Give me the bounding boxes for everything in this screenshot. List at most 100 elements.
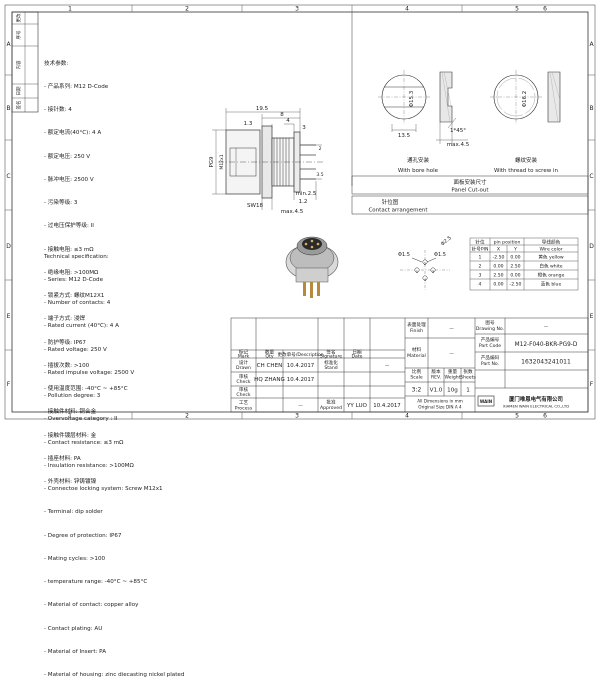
row2-y: 2.50 [510,264,520,270]
spec-cn-line-7: - 过电压保护等级: II [44,223,94,230]
row1-color: 黄色 yellow [538,254,564,261]
tb-scale-value: 3:2 [412,387,422,394]
color-head-en: Wire color [539,247,562,253]
company-name-cn: 厦门唯恩电气有限公司 [509,395,563,403]
dim-pin-phi-1-5b: Φ1.5 [434,252,446,258]
connector-side-view [218,125,324,199]
grid-col-2: 2 [185,6,189,13]
grid-col-3-bottom: 3 [295,413,299,420]
dim-pin-3-5: 3.5 [316,172,323,178]
row4-x: 0.00 [493,282,503,288]
dim-phi-16-2: Φ16.2 [522,91,528,108]
tb-mark-en: Mark [238,354,250,360]
tb-sheet-value: 1 [466,388,470,394]
outer-frame [4,4,596,420]
spec-cn-line-12: - 防护等级: IP67 [44,339,86,346]
spec-cn-title: 技术参数: [44,60,69,67]
grid-col-1: 1 [68,6,72,13]
col-x: X [497,247,500,253]
tb-sign-cn: 签名 [326,349,335,356]
dim-chamfer: 1*45° [450,128,466,134]
spec-cn-line-11: - 端子方式: 浸焊 [44,316,86,323]
tb-drawn-by: CH CHEN [257,363,283,369]
tb-drawn-en: Drawn [236,365,251,371]
dim-pg9: PG9 [209,156,215,168]
spec-en-line-6: - Pollution degree: 3 [44,393,101,399]
spec-cn-line-8: - 接触电阻: ≤3 mΩ [44,246,94,253]
tb-drawn-date: 10.4.2017 [287,363,314,369]
row2-pin: 2 [479,264,482,270]
dim-max-4-5: max.4.5 [281,209,304,215]
pin-labels: 1 2 3 4 Φ1.5 Φ1.5 Φ2.5 [398,235,453,282]
dim-8: 8 [280,112,284,118]
spec-en-line-18: - Material of housing: zinc diecasting n… [44,672,185,678]
side-view-dim-labels: 19.5 8 1.3 4 3 PG9 M12x1 SW18 max.4.5 mi… [209,106,324,215]
tb-date-en: Date [352,354,363,360]
row4-pin: 4 [479,282,482,288]
spec-cn-line-5: - 脉冲电压: 2500 V [44,176,94,183]
tb-stand-dash: — [385,364,390,369]
pin-table-text: 针位 pin position 导线颜色 针号PIN X Y Wire colo… [472,239,565,288]
dim-13-5: 13.5 [398,133,411,139]
spec-en-line-11: - Terminal: dip solder [44,509,103,516]
tb-check-date: 10.4.2017 [287,377,314,383]
dim-pin-2: 2 [319,146,322,152]
rev-label: 更改 [15,13,22,22]
tb-rev-cn: 版本 [431,368,441,375]
col-y: Y [513,247,517,253]
tb-mark-cn: 标记 [239,349,249,356]
tb-date-cn: 日期 [352,350,362,356]
dim-m12x1: M12x1 [219,154,225,169]
tb-scale-cn: 比例 [412,368,422,375]
panel-cutout-en: Panel Cut-out [451,188,489,194]
dim-3: 3 [302,125,306,131]
spec-en-line-13: - Mating cycles: >100 [44,555,106,562]
spec-en-line-8: - Contact resistance: ≤3 mΩ [44,439,124,446]
dim-sw18: SW18 [247,203,263,209]
tb-finish-en: Finish [410,328,423,334]
tb-weight-cn: 重量 [448,368,458,375]
grid-row-c: C [6,173,10,180]
tb-approved-en: Approved [320,405,342,411]
grid-row-f: F [7,381,11,388]
tb-part-code-en: Part Code [479,343,501,349]
grid-col-1-bottom: 1 [68,413,72,420]
pin-head-en: pin position [494,240,521,246]
grid-rows-left: A B C D E F [5,41,12,388]
spec-en-line-9: - Insulation resistance: >100MΩ [44,462,134,469]
company-name-en: XIAMEN WAIN ELECTRICAL CO.,LTD [503,404,569,409]
grid-col-4-bottom: 4 [405,413,409,420]
side-view-dimensions [212,108,322,210]
row4-color: 蓝色 blue [541,281,562,288]
spec-en-line-2: - Number of contacts: 4 [44,300,111,306]
grid-row-c-right: C [589,173,593,180]
tb-check-by: HQ ZHANG [254,377,285,383]
rev-no-label: 序号 [15,30,22,39]
tb-check-en: Check [236,379,250,385]
dim-1-3: 1.3 [244,121,253,127]
tb-drawing-no-en: Drawing No. [476,326,504,332]
tb-rev-en: REV. [431,375,441,381]
tb-units-line2: Original Size DIN A 4 [418,405,462,410]
dim-4: 4 [286,118,290,124]
svg-text:1: 1 [416,269,419,274]
dim-length-19-5: 19.5 [256,106,269,112]
tb-rev-value: V1.0 [430,388,443,394]
spec-en-line-10: - Connectoe locking system: Screw M12x1 [44,486,163,492]
spec-en-line-1: - Series: M12 D-Code [44,276,104,283]
spec-en-line-15: - Material of contact: copper alloy [44,602,139,609]
row3-pin: 3 [479,273,482,279]
tb-units-line1: All Dimensions in mm [417,399,463,404]
tb-process-dash: — [298,404,303,409]
thread-cn: 螺纹安装 [515,156,538,164]
tb-part-no-value: 1632043241011 [521,359,571,366]
dim-1-2: 1.2 [299,199,308,205]
tb-sheet-en: Sheets [460,375,476,381]
tb-check2-en: Check [236,392,250,398]
tb-process-cn: 工艺 [239,400,249,406]
spec-cn-line-4: - 额定电压: 250 V [44,153,91,160]
row3-y: 0.00 [510,273,520,279]
spec-cn-line-2: - 接针数: 4 [44,107,72,113]
rev-sign-label: 签名 [15,101,22,110]
spec-cn-line-15: - 接触件材料: 铜合金 [44,409,97,416]
